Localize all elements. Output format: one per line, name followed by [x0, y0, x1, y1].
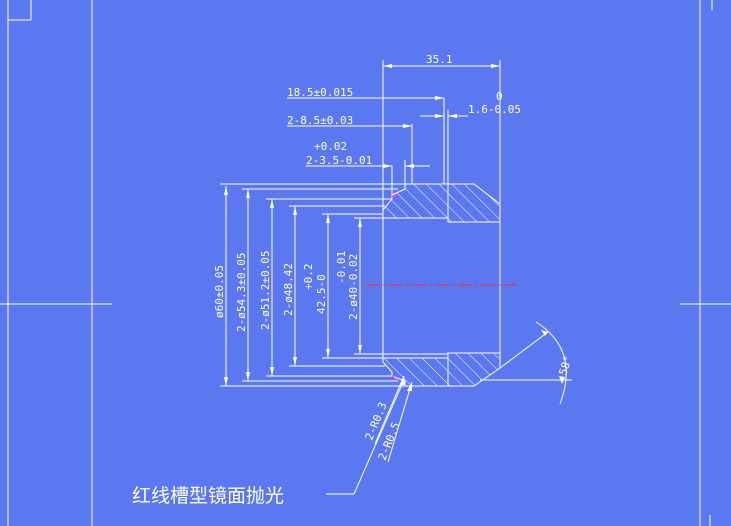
dim-tol-0: 0: [496, 90, 503, 103]
polished-groove-marks: [391, 193, 399, 382]
dim-d40-tol: -0.01: [335, 251, 348, 284]
dim-d40: 2-ø40-0.02: [347, 254, 360, 320]
dim-18-5: 18.5±0.015: [287, 86, 353, 99]
dim-d51: 2-ø51.2±0.05: [259, 251, 272, 330]
part-section-lower: [382, 352, 501, 387]
dim-d42-tol: +0.2: [302, 264, 315, 291]
radius-leaders: [374, 375, 413, 463]
dim-3-5: 2-3.5-0.01: [306, 154, 372, 167]
dim-tol-0-02: +0.02: [314, 140, 347, 153]
dim-1-6: 1.6-0.05: [468, 103, 521, 116]
bore-outline: [382, 218, 501, 358]
radius-arrows: [400, 376, 412, 391]
part-section-upper: [382, 183, 501, 223]
dim-d54: 2-ø54.3±0.05: [235, 253, 248, 332]
note-leader: [326, 379, 405, 495]
angle-dimension: [480, 321, 572, 405]
dim-d60: ø60±0.05: [213, 265, 226, 318]
dim-8-5: 2-8.5±0.03: [287, 114, 353, 127]
dim-d42: 42.5-0: [315, 274, 328, 314]
dim-d48: 2-ø48.42: [282, 263, 295, 316]
diameter-dimensions: [220, 183, 448, 387]
polish-note: 红线槽型镜面抛光: [132, 485, 284, 507]
arrowheads: [224, 64, 500, 386]
dim-35-1: 35.1: [426, 53, 453, 66]
dim-angle: 58°: [556, 354, 575, 377]
angle-arrows: [541, 330, 565, 384]
